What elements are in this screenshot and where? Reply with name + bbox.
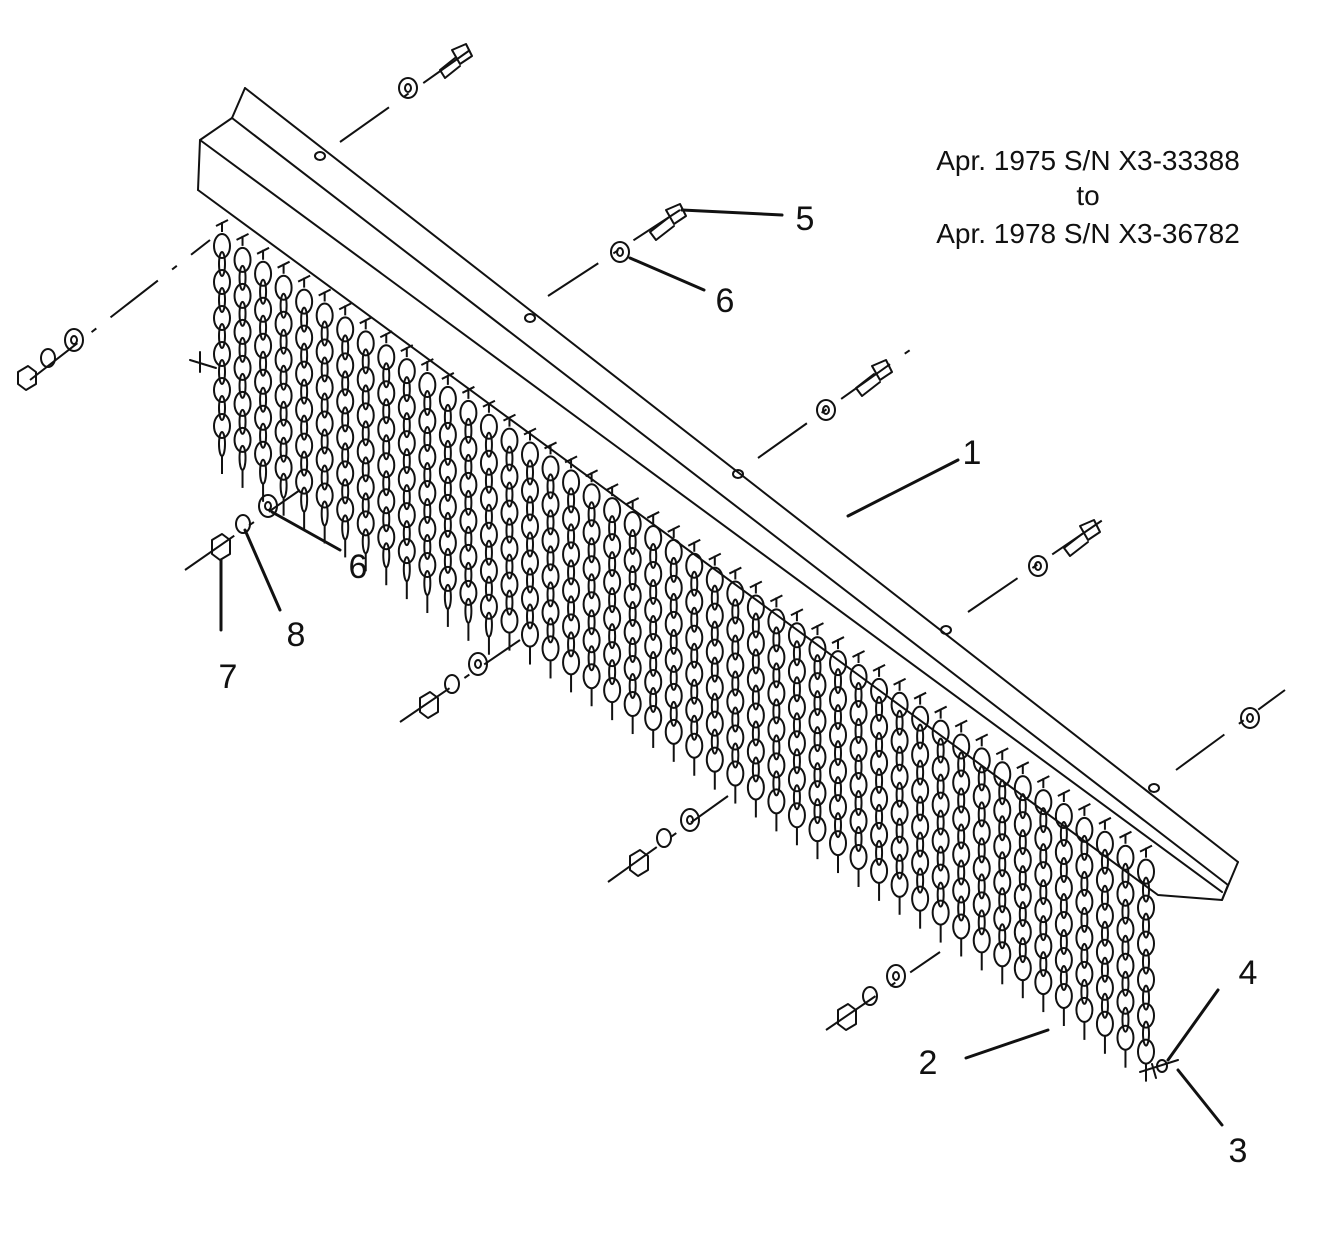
washer-top-3 (816, 399, 836, 421)
chain-strand (438, 372, 457, 627)
chain-strand (377, 330, 396, 586)
caption-line-1: Apr. 1975 S/N X3-33388 (936, 145, 1240, 176)
callout-1: 1 (963, 434, 982, 472)
nut-set-5 (837, 964, 906, 1031)
chain-strand (870, 663, 889, 901)
chain-strand (972, 733, 991, 971)
washer-top-2 (610, 241, 630, 263)
chain-strand (726, 566, 745, 804)
nut-set-4 (629, 808, 700, 877)
chain-curtain (213, 219, 1155, 1082)
nut-set-3 (419, 652, 488, 719)
callout-6-top: 6 (716, 282, 735, 320)
end-bolt-left (189, 351, 217, 373)
chain-strand (233, 233, 252, 488)
chain-strand (397, 344, 416, 600)
bolt-1 (439, 43, 473, 79)
chain-strand (1075, 802, 1094, 1040)
serial-range-caption: Apr. 1975 S/N X3-33388 to Apr. 1978 S/N … (936, 145, 1240, 249)
chain-strand (315, 288, 334, 544)
chain-strand (336, 302, 355, 558)
chain-strand (1116, 830, 1135, 1068)
chain-strand (1054, 789, 1073, 1026)
chain-strand (911, 691, 930, 929)
chain-strand (1095, 816, 1114, 1054)
callout-3: 3 (1229, 1132, 1248, 1170)
bolt-5 (649, 203, 687, 241)
chain-strand (213, 219, 231, 474)
chain-strand (356, 316, 375, 572)
chain-strand (418, 358, 437, 614)
hardware-front (17, 239, 1179, 1079)
chain-strand (1034, 775, 1053, 1013)
chain-strand (829, 636, 847, 874)
callout-6-left: 6 (349, 548, 368, 586)
washer-top-1 (398, 77, 418, 99)
leader-lines (219, 208, 1224, 1127)
end-bolt-right (1139, 1059, 1179, 1079)
chain-strand (787, 608, 806, 846)
chain-strand (459, 385, 478, 641)
chain-strand (767, 594, 786, 832)
washer-top-4 (1028, 555, 1048, 577)
hardware-top (339, 43, 1286, 771)
chain-strand (623, 497, 642, 735)
chain-strand (274, 260, 293, 516)
nut-set-1 (17, 328, 84, 391)
chain-strand (685, 538, 704, 776)
nut-set-2 (211, 494, 278, 561)
chain-strand (931, 705, 950, 943)
bolt-3 (855, 359, 893, 397)
callout-4: 4 (1239, 954, 1258, 992)
chain-strand (890, 677, 909, 915)
callouts: 5 6 1 6 8 7 4 2 3 (219, 200, 1258, 1170)
callout-2: 2 (919, 1044, 938, 1082)
callout-7: 7 (219, 658, 238, 696)
chain-strand (1013, 761, 1032, 999)
chain-strand (993, 747, 1012, 985)
chain-strand (479, 399, 498, 655)
chain-strand (541, 441, 560, 679)
washer-top-5 (1240, 707, 1260, 729)
callout-8: 8 (287, 616, 306, 654)
chain-strand (746, 580, 765, 818)
chain-strand (603, 483, 622, 721)
bolt-4 (1063, 519, 1101, 557)
callout-5: 5 (796, 200, 815, 238)
chain-strand (521, 427, 539, 665)
chain-strand (705, 552, 724, 790)
chain-strand (808, 622, 827, 860)
chain-strand (952, 719, 971, 957)
chain-strand (562, 455, 581, 693)
chain-strand (582, 469, 601, 707)
chain-strand (1137, 844, 1155, 1082)
chain-strand (849, 650, 868, 887)
caption-line-3: Apr. 1978 S/N X3-36782 (936, 218, 1240, 249)
chain-strand (254, 246, 273, 502)
chain-strand (664, 524, 683, 762)
chain-strand (500, 413, 519, 651)
caption-line-2: to (1076, 180, 1099, 211)
chain-strand (644, 511, 663, 748)
chain-strand (295, 274, 314, 530)
